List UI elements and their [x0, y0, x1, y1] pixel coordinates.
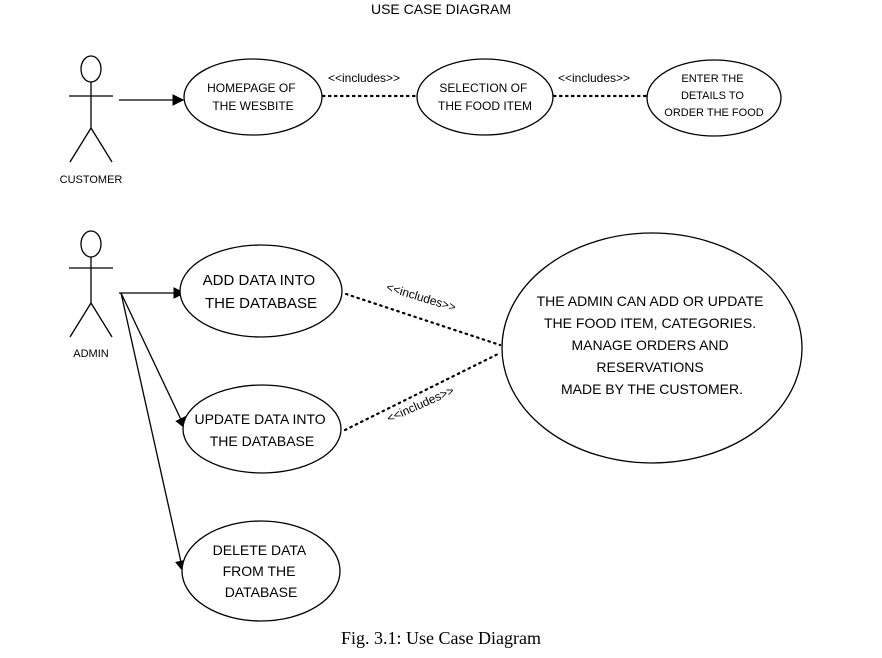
includes-label-4: <<includes>> — [385, 383, 457, 425]
use-case-homepage: HOMEPAGE OF THE WESBITE — [183, 58, 323, 136]
enter-details-line-2: DETAILS TO — [681, 90, 744, 102]
use-case-selection: SELECTION OF THE FOOD ITEM — [416, 58, 554, 136]
add-data-line-2: THE DATABASE — [205, 295, 317, 312]
include-relations — [321, 94, 649, 432]
diagram-title: USE CASE DIAGRAM — [371, 1, 511, 17]
update-data-line-1: UPDATE DATA INTO — [194, 411, 325, 427]
admin-tasks-line-1: THE ADMIN CAN ADD OR UPDATE — [537, 293, 764, 309]
svg-text:THE ADMIN CAN ADD OR UPDATE: THE ADMIN CAN ADD OR UPDATE THE FOOD ITE… — [537, 293, 768, 397]
svg-text:ADD DATA INTO THE DATABA: ADD DATA INTO THE DATABASE — [203, 272, 320, 312]
delete-data-line-1: DELETE DATA — [213, 542, 307, 558]
use-case-add-data: ADD DATA INTO THE DATABASE — [179, 244, 343, 338]
selection-line-2: THE FOOD ITEM — [438, 99, 532, 113]
svg-text:SELECTION OF THE FOOD IT: SELECTION OF THE FOOD ITEM — [438, 81, 532, 113]
use-case-admin-tasks: THE ADMIN CAN ADD OR UPDATE THE FOOD ITE… — [501, 232, 803, 464]
admin-actor: ADMIN — [69, 230, 113, 360]
delete-data-line-2: FROM THE — [223, 563, 296, 579]
svg-text:UPDATE DATA INTO THE DAT: UPDATE DATA INTO THE DATABASE — [194, 411, 329, 449]
use-case-delete-data: DELETE DATA FROM THE DATABASE — [181, 520, 341, 622]
includes-label-2: <<includes>> — [558, 71, 630, 85]
homepage-line-1: HOMEPAGE OF — [207, 81, 295, 95]
enter-details-line-1: ENTER THE — [681, 73, 743, 85]
use-case-update-data: UPDATE DATA INTO THE DATABASE — [182, 384, 342, 474]
delete-data-line-3: DATABASE — [225, 584, 298, 600]
homepage-line-2: THE WESBITE — [212, 99, 293, 113]
svg-text:ENTER THE DETAILS TO: ENTER THE DETAILS TO ORDER THE FOOD — [664, 73, 763, 119]
enter-details-line-3: ORDER THE FOOD — [664, 107, 763, 119]
use-case-enter-details: ENTER THE DETAILS TO ORDER THE FOOD — [646, 59, 782, 137]
update-data-line-2: THE DATABASE — [210, 433, 315, 449]
admin-tasks-line-3: MANAGE ORDERS AND — [571, 337, 728, 353]
includes-label-1: <<includes>> — [328, 71, 400, 85]
svg-text:HOMEPAGE OF THE WESBITE: HOMEPAGE OF THE WESBITE — [207, 81, 299, 113]
customer-label: CUSTOMER — [60, 174, 123, 186]
admin-tasks-line-5: MADE BY THE CUSTOMER. — [561, 381, 743, 397]
includes-label-3: <<includes>> — [385, 280, 458, 314]
admin-label: ADMIN — [73, 348, 109, 360]
selection-line-1: SELECTION OF — [439, 81, 527, 95]
associations — [119, 94, 187, 573]
figure-caption: Fig. 3.1: Use Case Diagram — [341, 628, 541, 648]
svg-text:DELETE DATA FROM THE: DELETE DATA FROM THE DATABASE — [213, 542, 310, 600]
admin-tasks-line-4: RESERVATIONS — [596, 359, 703, 375]
add-data-line-1: ADD DATA INTO — [203, 272, 316, 289]
admin-tasks-line-2: THE FOOD ITEM, CATEGORIES. — [544, 315, 756, 331]
customer-actor: CUSTOMER — [60, 55, 123, 186]
